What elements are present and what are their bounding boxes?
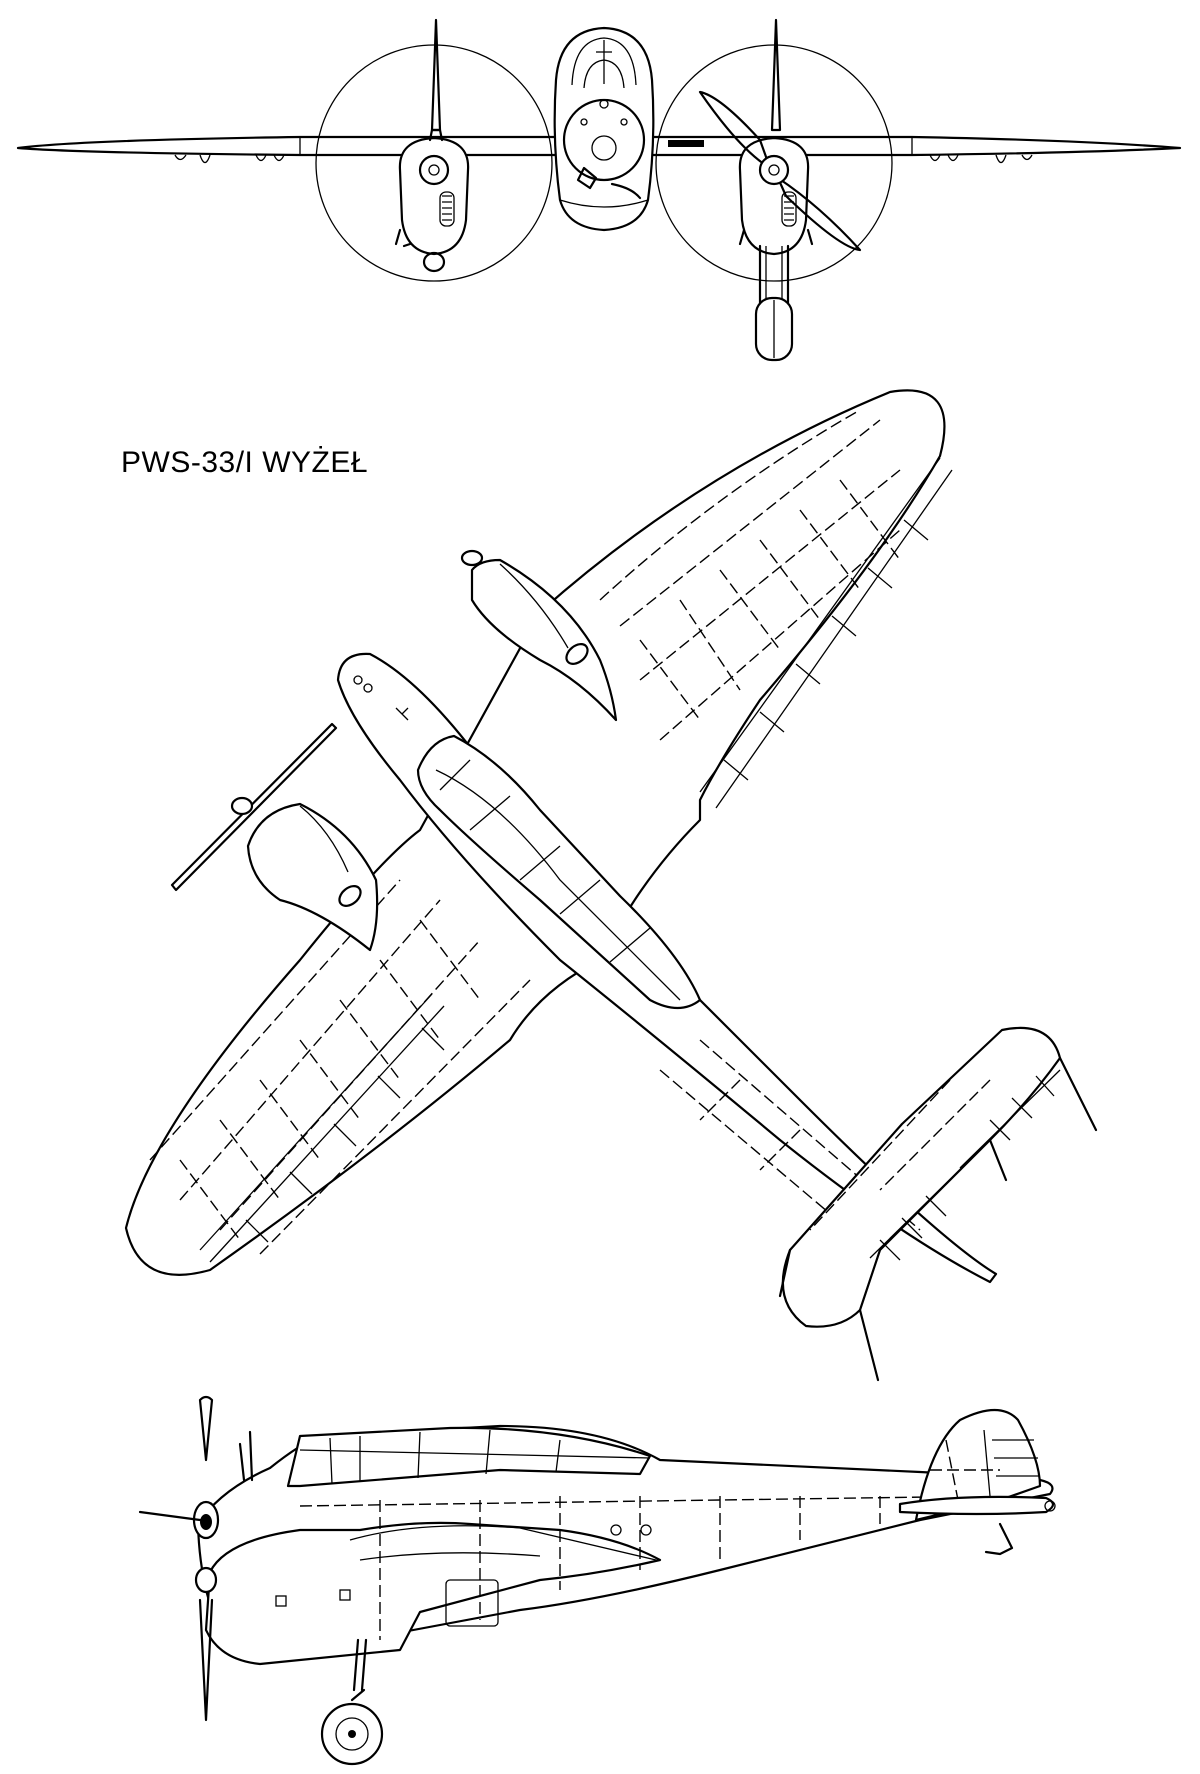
side-view (138, 1395, 1056, 1766)
front-view (16, 18, 1182, 362)
drawing-title: PWS-33/I WYŻEŁ (121, 446, 369, 479)
top-view (124, 389, 1098, 1382)
